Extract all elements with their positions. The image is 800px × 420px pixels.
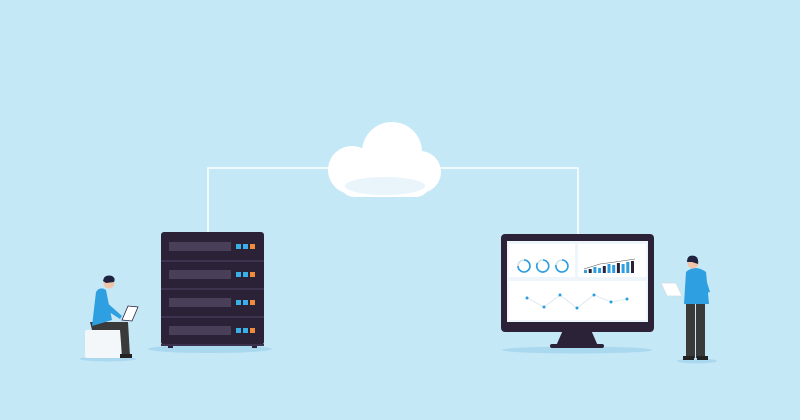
server-led xyxy=(236,300,241,305)
server-led xyxy=(243,300,248,305)
server-divider xyxy=(161,288,264,290)
dashboard-bar xyxy=(598,268,602,273)
server-drive-slot xyxy=(169,242,231,251)
connector-lines xyxy=(207,167,579,234)
seat-block xyxy=(85,330,121,358)
server-led xyxy=(236,244,241,249)
bar-chart xyxy=(584,261,634,273)
server-drive-slot xyxy=(169,326,231,335)
dashboard-bar xyxy=(593,267,597,273)
dashboard-bar xyxy=(631,261,634,273)
cloud-icon xyxy=(328,122,441,197)
dashboard-bar xyxy=(612,265,616,273)
server-led xyxy=(250,272,255,277)
server-led xyxy=(236,328,241,333)
server-drive-slot xyxy=(169,270,231,279)
server-led xyxy=(243,272,248,277)
server-led xyxy=(250,244,255,249)
server-divider xyxy=(161,344,264,346)
person-sitting-laptop xyxy=(80,275,139,362)
dashboard-bar xyxy=(616,263,620,273)
monitor-shadow xyxy=(502,346,652,354)
monitor-dashboard-icon xyxy=(501,234,654,354)
server-led xyxy=(236,272,241,277)
server-divider xyxy=(161,316,264,318)
dashboard-bar xyxy=(602,266,606,273)
dashboard-bar xyxy=(607,264,611,273)
donut-gauges xyxy=(517,259,569,273)
line-chart xyxy=(525,293,629,310)
server-rack-icon xyxy=(148,232,272,353)
server-led xyxy=(250,328,255,333)
server-led xyxy=(243,244,248,249)
server-divider xyxy=(161,260,264,262)
server-drive-slot xyxy=(169,298,231,307)
dashboard-bar xyxy=(621,264,625,273)
server-led xyxy=(250,300,255,305)
server-shadow xyxy=(148,345,272,353)
dashboard-bar xyxy=(588,269,592,273)
dashboard-bar xyxy=(626,262,630,273)
server-led xyxy=(243,328,248,333)
person-standing-laptop xyxy=(660,255,717,364)
dashboard-bar xyxy=(584,270,587,273)
